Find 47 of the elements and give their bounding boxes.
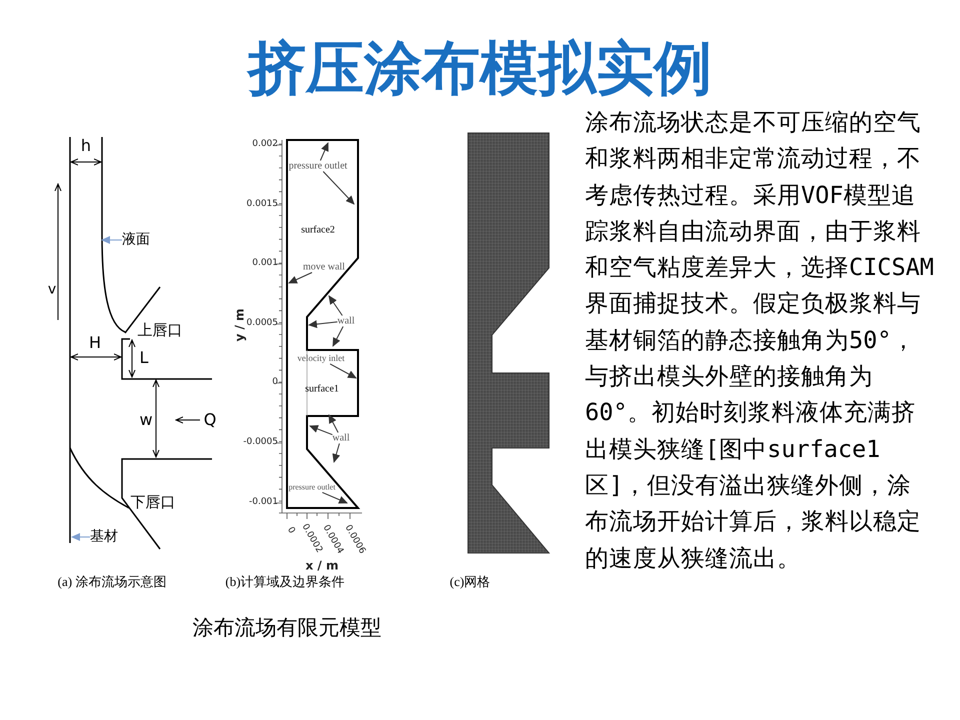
dimension-label: L: [140, 349, 148, 367]
title: 挤压涂布模拟实例: [248, 34, 712, 102]
dimension-label: v: [48, 282, 56, 298]
leader-arrow: [332, 443, 340, 463]
leader-arrow: [288, 272, 312, 284]
callout-label: wall: [337, 316, 355, 326]
figure-caption: (a) 涂布流场示意图: [58, 574, 166, 590]
leader-arrow: [320, 142, 328, 161]
part-label: 下唇口: [130, 494, 176, 510]
tick-label: 0: [272, 378, 278, 388]
axis-title: y / m: [233, 308, 247, 342]
callout-label: 基材: [90, 528, 118, 544]
callout-label: pressure outlet: [288, 160, 348, 172]
tick-label: 0.0005: [246, 319, 278, 329]
callout-label: pressure outlet: [288, 482, 336, 492]
region-label: surface2: [301, 224, 335, 236]
figure-caption: (c)网格: [450, 574, 490, 590]
leader-arrow: [309, 425, 333, 436]
tick-label: -0.0005: [243, 438, 278, 448]
callout-label: wall: [332, 432, 350, 444]
callout-label: move wall: [303, 262, 345, 272]
dimension-label: H: [88, 334, 102, 352]
tick-label: 0: [284, 526, 296, 536]
dimension-label: h: [80, 137, 92, 155]
leader-arrow: [332, 326, 344, 347]
leader-arrow: [328, 295, 343, 316]
leader-arrow: [328, 414, 339, 433]
part-label: 上唇口: [138, 322, 182, 338]
callout-label: 液面: [122, 231, 150, 248]
tick-label: 0.002: [252, 140, 278, 150]
leader-arrow: [71, 533, 90, 541]
tick-label: 0.0015: [246, 200, 278, 210]
tick-label: 0.001: [252, 259, 278, 269]
description-paragraph: 涂布流场状态是不可压缩的空气和浆料两相非定常流动过程，不考虑传热过程。采用VOF模型追踪浆料自由流动界面，由于浆料和空气粘度差异大，选择CICSAM界面捕捉技术。假定负极浆料与基材铜箔的静态接触角为50°，与挤出模头外壁的接触角为60°。初始时刻浆料液体充满挤出模头狭缝[图中surface1区]，但没有溢出狭缝外侧，涂布流场开始计算后，浆料以稳定的速度从狭缝流出。: [585, 107, 935, 574]
dimension-label: Q: [204, 411, 216, 429]
leader-arrow: [101, 236, 122, 244]
tick-label: -0.001: [248, 498, 278, 508]
axis-title: x / m: [306, 559, 338, 573]
leader-arrow: [322, 171, 355, 205]
leader-arrow: [308, 320, 338, 328]
region-label: surface1: [305, 384, 339, 394]
figure-caption: (b)计算域及边界条件: [225, 574, 345, 590]
leader-arrow: [330, 363, 357, 378]
leader-arrow: [322, 492, 348, 504]
figure-caption: 涂布流场有限元模型: [192, 616, 382, 640]
dimension-label: w: [139, 411, 153, 429]
callout-label: velocity inlet: [297, 353, 345, 364]
